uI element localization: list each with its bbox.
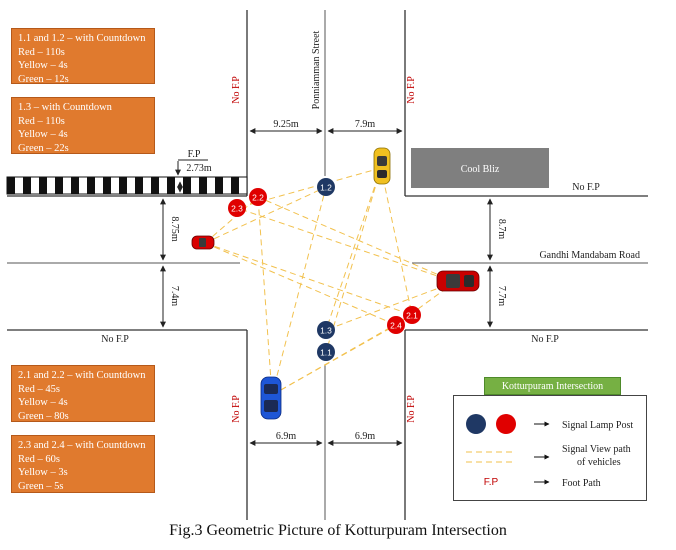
legend-lamp-text: Signal Lamp Post [562,420,633,431]
timing-line: 2.1 and 2.2 – with Countdown [18,370,146,381]
signal-label: 2.4 [390,321,402,331]
building-block [411,148,549,188]
legend-path-text: Signal View path [562,444,631,455]
signal-label: 2.3 [231,204,243,214]
legend-title: Kotturpuram Intersection [484,377,621,395]
timing-line: 1.3 – with Countdown [18,102,112,113]
signal-label: 1.3 [320,326,332,336]
legend-path-text-2: of vehicles [577,457,621,468]
signal-1-2: 1.2 [317,178,335,196]
legend-fp-desc: Foot Path [562,478,601,489]
dim-bottom-left: 6.9m [276,431,297,442]
timing-line: Yellow – 4s [18,129,68,140]
timing-line: Yellow – 4s [18,60,68,71]
dim-top-right: 7.9m [355,119,376,130]
timing-box-1: 1.1 and 1.2 – with Countdown Red – 110s … [11,28,155,85]
legend-box: Signal Lamp Post Signal View path of veh… [453,395,647,501]
timing-box-3: 2.1 and 2.2 – with Countdown Red – 45s Y… [11,365,155,422]
timing-line: Green – 22s [18,142,69,154]
no-fp-label: No F.P [231,76,242,104]
legend-navy-lamp [466,414,486,434]
street-east-label: Gandhi Mandabam Road [539,250,640,261]
signal-label: 1.1 [320,348,332,358]
fp-label: F.P [188,149,201,160]
dim-fp-width: 2.73m [186,163,212,174]
car-right-red [436,270,480,292]
figure-caption: Fig.3 Geometric Picture of Kotturpuram I… [169,522,507,539]
signal-1-3: 1.3 [317,321,335,339]
building-label: Cool Bliz [461,164,500,175]
timing-line: Red – 110s [18,115,65,127]
timing-line: 2.3 and 2.4 – with Countdown [18,440,146,451]
timing-box-2: 1.3 – with Countdown Red – 110s Yellow –… [11,97,155,154]
signal-2-2: 2.2 [249,188,267,206]
zebra-crossing [6,176,248,195]
legend-path-sample [466,451,516,463]
legend-fp-key: F.P [484,477,499,488]
car-bottom-blue [260,376,282,420]
dim-top-left: 9.25m [273,119,299,130]
signal-label: 2.2 [252,193,264,203]
signal-label: 2.1 [406,311,418,321]
timing-line: Green – 12s [18,73,69,85]
car-left-red [191,235,215,250]
dim-left-upper: 8.75m [169,216,180,242]
legend-red-lamp [496,414,516,434]
timing-line: Red – 110s [18,46,65,58]
signal-2-4: 2.4 [387,316,405,334]
signal-label: 1.2 [320,183,332,193]
no-fp-label: No F.P [572,182,600,193]
dimension-arrows [160,128,493,446]
no-fp-label: No F.P [231,395,242,423]
signal-2-3: 2.3 [228,199,246,217]
timing-line: Green – 80s [18,410,69,422]
legend-graphics: Signal Lamp Post Signal View path of veh… [466,414,633,489]
signal-1-1: 1.1 [317,343,335,361]
no-fp-label: No F.P [531,334,559,345]
timing-line: Green – 5s [18,480,64,492]
timing-line: Red – 60s [18,453,60,465]
dim-right-upper: 8.7m [496,219,507,240]
no-fp-label: No F.P [101,334,129,345]
timing-line: 1.1 and 1.2 – with Countdown [18,33,146,44]
street-north-label: Ponniamman Street [311,30,322,109]
road-edges [7,10,648,520]
signal-2-1: 2.1 [403,306,421,324]
timing-line: Yellow – 4s [18,397,68,408]
dim-left-lower: 7.4m [169,286,180,307]
timing-box-4: 2.3 and 2.4 – with Countdown Red – 60s Y… [11,435,155,493]
no-fp-label: No F.P [406,76,417,104]
dim-bottom-right: 6.9m [355,431,376,442]
dim-right-lower: 7.7m [496,286,507,307]
center-lines [7,10,648,520]
timing-line: Yellow – 3s [18,467,68,478]
car-top-yellow [373,147,391,185]
timing-line: Red – 45s [18,383,60,395]
no-fp-label: No F.P [406,395,417,423]
